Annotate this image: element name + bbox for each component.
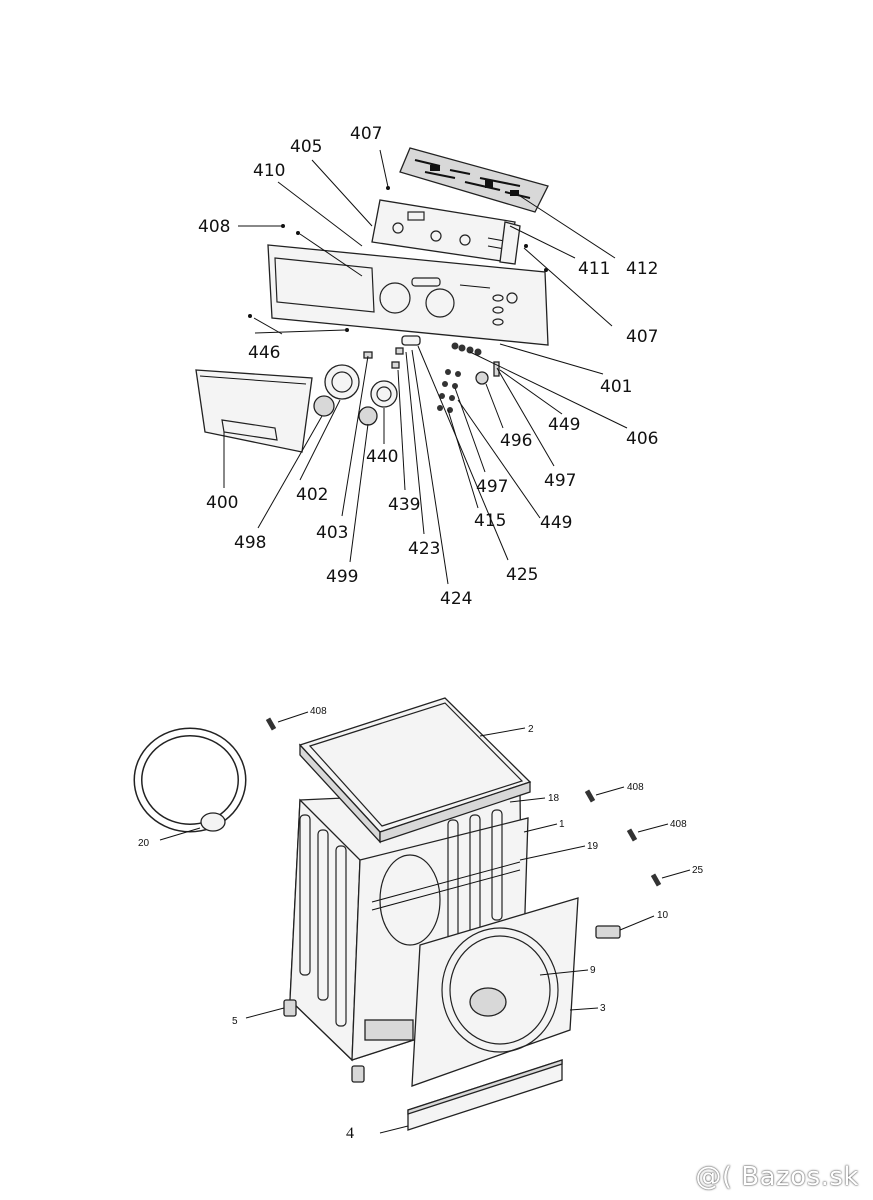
part-label: 449 [540,513,572,533]
part-label: 423 [408,539,440,559]
cabinet-assembly [133,697,662,1131]
part-label: 18 [548,793,560,804]
foot-part [283,999,365,1083]
control-panel-assembly [195,147,549,453]
front-panel-part [411,897,579,1087]
part-label: 400 [206,493,238,513]
control-fascia-part [267,244,549,346]
part-label: 407 [626,327,658,347]
part-label: 408 [198,217,230,237]
inlet-hose-part [133,727,247,833]
screw-part [265,717,662,887]
temperature-knob-part [358,380,398,426]
part-label: 401 [600,377,632,397]
part-label: 10 [657,910,669,921]
part-label: 9 [590,965,596,976]
part-label: 425 [506,565,538,585]
part-label: 499 [326,567,358,587]
part-label: 440 [366,447,398,467]
bottom-leader-lines [159,711,691,1134]
part-label: 410 [253,161,285,181]
part-label: 25 [692,865,704,876]
part-label: 408 [627,782,644,793]
part-label: 408 [670,819,687,830]
part-label: 411 [578,259,610,279]
part-label: 439 [388,495,420,515]
program-knob-part [313,364,360,417]
part-label: 498 [234,533,266,553]
part-label: 4 [346,1125,354,1142]
buttons-and-springs-part [363,335,500,413]
part-label: 408 [310,706,327,717]
part-label: 2 [528,724,534,735]
top-leader-lines [223,149,628,585]
watermark: @( Bazos.sk [695,1162,859,1192]
part-label: 415 [474,511,506,531]
part-label: 496 [500,431,532,451]
part-label: 407 [350,124,382,144]
part-label: 5 [232,1016,238,1027]
top-part-labels: 407 405 410 408 411 412 407 446 401 406 … [198,124,658,609]
part-label: 449 [548,415,580,435]
part-label: 412 [626,259,658,279]
part-label: 406 [626,429,658,449]
part-label: 1 [559,819,565,830]
door-lock-part [595,925,621,939]
part-label: 19 [587,841,599,852]
part-label: 424 [440,589,472,609]
pcb-board-part [399,147,549,213]
part-label: 3 [600,1003,606,1014]
part-label: 20 [138,838,150,849]
bottom-part-labels: 408 2 408 18 1 408 20 19 25 10 9 5 3 4 [138,706,704,1142]
part-label: 405 [290,137,322,157]
control-module-housing-part [371,199,521,265]
part-label: 497 [476,477,508,497]
detergent-drawer-part [195,369,313,453]
part-label: 446 [248,343,280,363]
part-label: 402 [296,485,328,505]
top-cover-part [298,697,532,844]
part-label: 497 [544,471,576,491]
part-label: 403 [316,523,348,543]
kick-plate-part [407,1059,563,1131]
